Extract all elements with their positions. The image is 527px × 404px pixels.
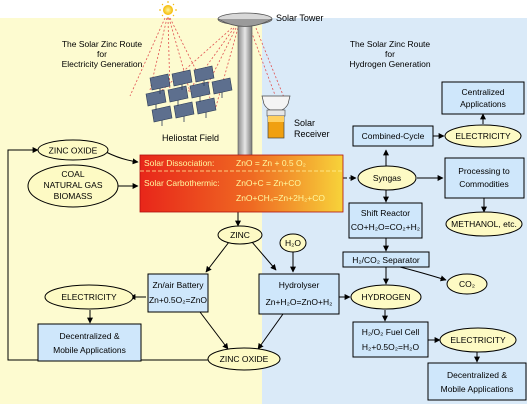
electricity-left-node — [44, 284, 134, 310]
co2-label: CO₂ — [459, 279, 475, 289]
combined-cycle-box — [352, 125, 434, 147]
decentral-right-label-2: Mobile Applications — [441, 384, 514, 394]
receiver-label-2: Receiver — [294, 129, 330, 139]
methanol-node — [445, 211, 523, 237]
shift-reactor-title: Shift Reactor — [361, 208, 410, 218]
electricity-top-label: ELECTRICITY — [455, 131, 511, 141]
syngas-node — [357, 165, 417, 191]
solar-receiver-icon — [261, 95, 291, 139]
decentral-left-label-2: Mobile Applications — [53, 345, 126, 355]
fuels-label-2: NATURAL GAS — [43, 180, 102, 190]
h2o-node — [279, 233, 307, 253]
combined-cycle-label: Combined-Cycle — [362, 131, 425, 141]
carbothermic-equation-1: ZnO+C = Zn+CO — [236, 178, 301, 188]
h2o-label: H₂O — [285, 238, 301, 248]
separator-label: H₂/CO₂ Separator — [352, 255, 420, 265]
centralized-label-2: Applications — [460, 99, 506, 109]
electricity-left-label: ELECTRICITY — [61, 292, 117, 302]
solar-tower-label: Solar Tower — [276, 13, 323, 23]
hydrogen-node — [350, 284, 422, 310]
centralized-label-1: Centralized — [462, 87, 505, 97]
decentral-left-label-1: Decentralized & — [59, 331, 119, 341]
left-title: The Solar Zinc Route for Electricity Gen… — [62, 39, 143, 69]
hydrogen-label: HYDROGEN — [361, 292, 410, 302]
box-nodes — [37, 81, 527, 401]
hydrolyser-title: Hydrolyser — [279, 280, 320, 290]
centralized-box — [441, 81, 525, 115]
battery-equation: Zn+0.5O₂=ZnO — [149, 295, 207, 305]
left-title-line3: Electricity Generation — [62, 59, 143, 69]
shift-reactor-box — [348, 202, 423, 239]
electricity-bottom-label: ELECTRICITY — [450, 335, 506, 345]
node-labels: ZINC OXIDE COAL NATURAL GAS BIOMASS ZINC… — [43, 87, 516, 394]
zinc-oxide-bottom-node — [207, 347, 281, 371]
electricity-bottom-node — [439, 327, 517, 353]
processing-box — [444, 157, 525, 199]
zinc-label: ZINC — [230, 230, 250, 240]
fuel-cell-box — [352, 321, 429, 358]
right-title-line1: The Solar Zinc Route — [350, 39, 431, 49]
heliostat-field-label: Heliostat Field — [162, 133, 219, 143]
zinc-oxide-top-node — [37, 139, 109, 161]
right-title-line3: Hydrogen Generation — [349, 59, 431, 69]
ellipse-nodes — [27, 124, 523, 371]
left-title-line1: The Solar Zinc Route — [62, 39, 143, 49]
fuel-cell-title: H₂/O₂ Fuel Cell — [362, 327, 420, 337]
battery-title: Zn/air Battery — [152, 280, 204, 290]
carbothermic-label: Solar Carbothermic: — [144, 178, 220, 188]
heliostat-field-icon — [145, 65, 233, 126]
hydrolyser-box — [258, 273, 340, 315]
battery-box — [147, 273, 209, 313]
solar-tower-icon — [217, 12, 273, 188]
hydrolyser-equation: Zn+H₂O=ZnO+H₂ — [266, 297, 333, 307]
zinc-oxide-bottom-label: ZINC OXIDE — [220, 354, 269, 364]
processing-label-1: Processing to — [458, 166, 510, 176]
carbothermic-equation-2: ZnO+CH₄=Zn+2H₂+CO — [236, 193, 325, 203]
fuel-cell-equation: H₂+0.5O₂=H₂O — [362, 342, 420, 352]
solar-reactor: Solar Dissociation: ZnO = Zn + 0.5 O₂ So… — [139, 154, 344, 213]
fuels-label-1: COAL — [61, 169, 84, 179]
syngas-label: Syngas — [373, 173, 401, 183]
decentral-left-box — [37, 323, 142, 362]
electricity-top-node — [444, 124, 522, 148]
fuels-node — [27, 164, 119, 208]
separator-box — [342, 251, 430, 268]
shift-reactor-equation: CO+H₂O=CO₂+H₂ — [351, 222, 420, 232]
processing-label-2: Commodities — [459, 179, 509, 189]
fuels-label-3: BIOMASS — [54, 191, 93, 201]
zinc-oxide-top-label: ZINC OXIDE — [49, 146, 98, 156]
dissociation-equation: ZnO = Zn + 0.5 O₂ — [236, 158, 306, 168]
methanol-label: METHANOL, etc. — [451, 219, 517, 229]
decentral-right-label-1: Decentralized & — [447, 370, 507, 380]
dissociation-label: Solar Dissociation: — [144, 158, 214, 168]
right-title-line2: for — [385, 49, 395, 59]
right-title: The Solar Zinc Route for Hydrogen Genera… — [349, 39, 431, 69]
decentral-right-box — [427, 362, 527, 401]
co2-node — [446, 273, 488, 295]
receiver-label-1: Solar — [294, 118, 315, 128]
light-rays — [129, 17, 286, 111]
left-title-line2: for — [97, 49, 107, 59]
zinc-node — [217, 225, 263, 245]
